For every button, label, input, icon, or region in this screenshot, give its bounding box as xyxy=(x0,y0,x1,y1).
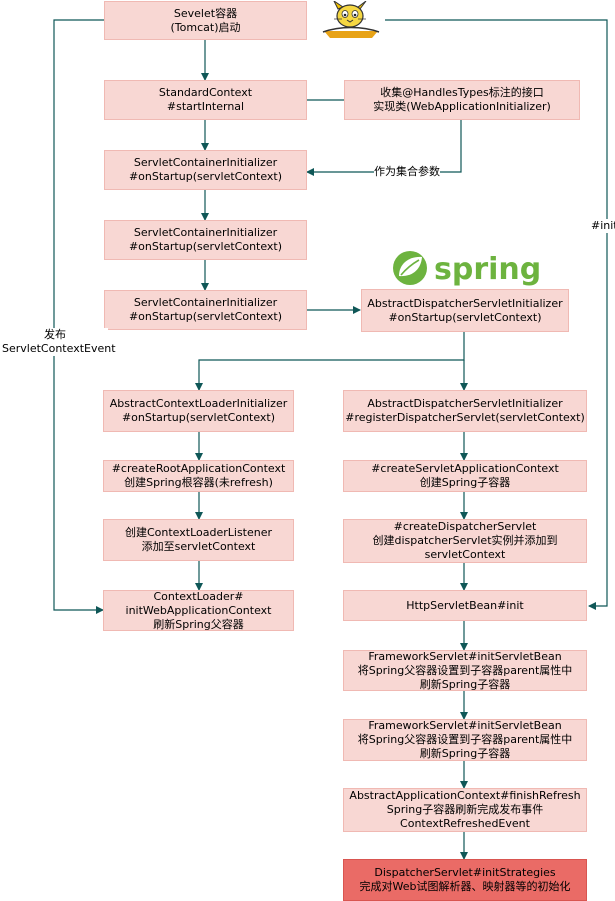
node-text-line: ContextRefreshedEvent xyxy=(400,817,530,830)
node-abstract-context-loader-initializer: AbstractContextLoaderInitializer#onStart… xyxy=(103,390,294,432)
node-text-line: 刷新Spring子容器 xyxy=(419,747,511,760)
node-text-line: servletContext xyxy=(424,548,506,561)
node-text-line: 实现类(WebApplicationInitializer) xyxy=(373,100,551,113)
node-text-line: #createServletApplicationContext xyxy=(371,462,559,475)
node-text-line: 完成对Web试图解析器、映射器等的初始化 xyxy=(359,880,571,893)
spring-logo-text: spring xyxy=(434,252,540,287)
node-text-line: AbstractDispatcherServletInitializer xyxy=(367,296,563,310)
node-text-line: DispatcherServlet#initStrategies xyxy=(374,866,556,879)
node-text-line: #startInternal xyxy=(166,100,245,113)
node-text-line: AbstractApplicationContext#finishRefresh xyxy=(349,789,581,802)
node-text-line: 添加至servletContext xyxy=(141,540,256,553)
node-standard-context: StandardContext#startInternal xyxy=(104,80,307,120)
node-text-line: 收集@HandlesTypes标注的接口 xyxy=(380,86,544,99)
node-text-line: #onStartup(servletContext) xyxy=(128,310,283,323)
node-text-line: 刷新Spring子容器 xyxy=(419,677,511,691)
node-text-line: 将Spring父容器设置到子容器parent属性中 xyxy=(357,663,573,677)
spring-logo: spring xyxy=(390,247,541,293)
edge-adsi-acli xyxy=(195,332,465,391)
label-init: #init xyxy=(591,219,615,233)
node-abstract-dispatcher-servlet-initializer: AbstractDispatcherServletInitializer#onS… xyxy=(361,289,569,332)
node-text-line: #registerDispatcherServlet(servletContex… xyxy=(345,411,585,424)
node-register-dispatcher-servlet: AbstractDispatcherServletInitializer#reg… xyxy=(343,390,587,432)
node-sci-onstartup-1: ServletContainerInitializer#onStartup(se… xyxy=(104,150,307,190)
node-text-line: FrameworkServlet#initServletBean xyxy=(368,649,562,663)
label-publish-line2: ServletContextEvent xyxy=(2,342,116,355)
node-text-line: 刷新Spring父容器 xyxy=(153,617,244,631)
node-text-line: 创建Spring子容器 xyxy=(419,476,511,489)
label-publish-line1: 发布 xyxy=(44,328,66,341)
node-text-line: ContextLoader# xyxy=(153,589,244,603)
node-text-line: HttpServletBean#init xyxy=(406,598,524,612)
node-text-line: #onStartup(servletContext) xyxy=(128,240,283,253)
node-text-line: ServletContainerInitializer xyxy=(133,296,278,309)
node-text-line: Sevelet容器 xyxy=(173,6,238,20)
node-text-line: AbstractContextLoaderInitializer xyxy=(109,397,288,410)
node-text-line: Spring子容器刷新完成发布事件 xyxy=(386,803,544,816)
node-servlet-container-start: Sevelet容器(Tomcat)启动 xyxy=(104,1,307,40)
node-text-line: FrameworkServlet#initServletBean xyxy=(368,719,562,732)
node-text-line: 创建ContextLoaderListener xyxy=(124,526,273,539)
node-text-line: AbstractDispatcherServletInitializer xyxy=(367,397,563,410)
node-http-servlet-bean-init: HttpServletBean#init xyxy=(343,590,587,621)
edge-start-cl-publish xyxy=(53,19,104,614)
node-text-line: ServletContainerInitializer xyxy=(133,156,278,169)
tomcat-logo-icon xyxy=(320,0,382,45)
node-text-line: ServletContainerInitializer xyxy=(133,226,278,239)
node-text-line: #onStartup(servletContext) xyxy=(128,170,283,183)
node-text-line: #createRootApplicationContext xyxy=(111,462,286,475)
node-text-line: (Tomcat)启动 xyxy=(170,20,241,34)
node-text-line: 创建dispatcherServlet实例并添加到 xyxy=(372,534,558,547)
node-text-line: 将Spring父容器设置到子容器parent属性中 xyxy=(357,733,573,746)
node-text-line: #onStartup(servletContext) xyxy=(121,411,276,424)
node-text-line: #createDispatcherServlet xyxy=(393,520,537,533)
label-publish-event: 发布 ServletContextEvent xyxy=(2,328,116,356)
node-sci-onstartup-3: ServletContainerInitializer#onStartup(se… xyxy=(104,290,307,330)
edge-collect-sci1 xyxy=(306,120,462,176)
node-text-line: initWebApplicationContext xyxy=(125,603,272,617)
node-text-line: 创建Spring根容器(未refresh) xyxy=(124,476,273,489)
edge-start-hsb-init xyxy=(385,19,608,610)
node-sci-onstartup-2: ServletContainerInitializer#onStartup(se… xyxy=(104,220,307,260)
node-text-line: StandardContext xyxy=(158,86,253,99)
label-collection-param: 作为集合参数 xyxy=(374,165,440,179)
node-text-line: #onStartup(servletContext) xyxy=(388,310,542,324)
node-finish-refresh: AbstractApplicationContext#finishRefresh… xyxy=(343,788,587,832)
node-collect-handles-types: 收集@HandlesTypes标注的接口实现类(WebApplicationIn… xyxy=(344,80,580,120)
